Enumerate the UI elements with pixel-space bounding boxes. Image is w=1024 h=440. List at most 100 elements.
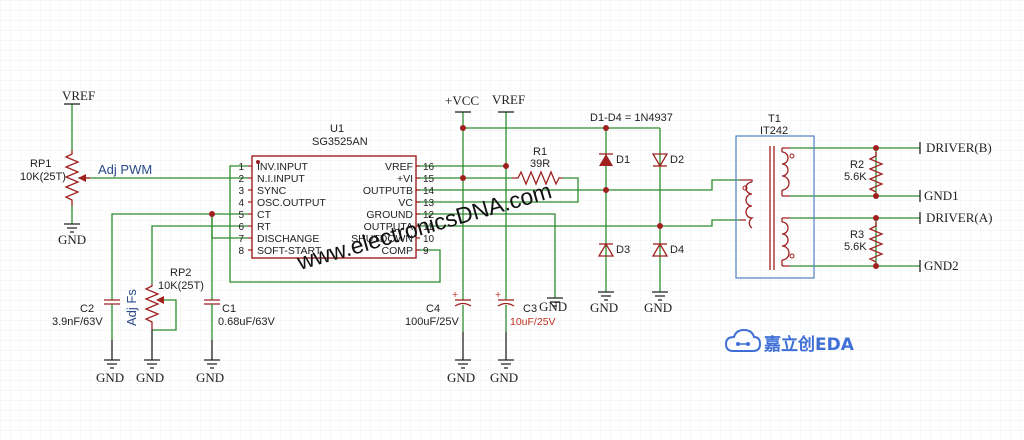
svg-text:GND: GND — [196, 370, 224, 385]
c2-ref: C2 — [80, 303, 94, 315]
svg-text:D2: D2 — [670, 154, 684, 166]
ic-left-pin-name: INV.INPUT — [257, 161, 309, 173]
ic-right-pin-name: OUTPUTA — [364, 221, 413, 233]
svg-text:GND: GND — [58, 232, 86, 247]
ground-symbol: GND — [490, 332, 518, 385]
svg-text:D3: D3 — [616, 244, 630, 256]
c4-plus: + — [452, 289, 458, 301]
r3-resistor: R3 5.6K — [844, 222, 884, 263]
ic-left-pin-number: 5 — [238, 210, 244, 221]
ic-left-pin-number: 4 — [238, 198, 244, 209]
svg-text:GND: GND — [590, 300, 618, 315]
rp1-ref: RP1 — [30, 158, 51, 170]
ground-symbol: GND — [58, 223, 86, 247]
ic-right-pin-number: 13 — [423, 198, 435, 209]
c3-plus: + — [495, 289, 501, 301]
ic-right-pin-number: 9 — [423, 246, 429, 257]
gnd1-label: GND1 — [924, 188, 959, 203]
net-vref-mid: VREF — [492, 92, 525, 113]
jlc-eda-logo: 嘉立创EDA — [724, 328, 855, 355]
ic-left-pin-name: OSC.OUTPUT — [257, 197, 326, 209]
net-vref-left: VREF — [62, 88, 95, 105]
r1-value: 39R — [530, 158, 550, 170]
ic-right-pin-name: COMP — [382, 245, 414, 257]
ic-left-pin-number: 8 — [238, 246, 244, 257]
ic-left-pin-number: 7 — [238, 234, 244, 245]
c4-ref: C4 — [426, 303, 440, 315]
net-driver-b: DRIVER(B) — [919, 140, 992, 155]
logo-name: 嘉立创EDA — [763, 334, 855, 355]
ic-left-pin-name: DISCHANGE — [257, 233, 319, 245]
ic-right-pin-number: 16 — [423, 162, 435, 173]
r2-value: 5.6K — [844, 171, 867, 183]
ic-right-pin-name: +VI — [397, 173, 413, 185]
svg-text:GND: GND — [644, 300, 672, 315]
svg-text:GND: GND — [539, 299, 567, 314]
svg-text:GND: GND — [96, 370, 124, 385]
ground-symbol: GND — [96, 340, 124, 385]
rp1-potentiometer: RP1 10K(25T) Adj PWM — [20, 150, 152, 206]
ic-left-pin-name: RT — [257, 221, 271, 233]
ic-left-pin-name: SOFT-START — [257, 245, 322, 257]
r2-resistor: R2 5.6K — [844, 152, 884, 193]
ic-right-pin-number: 10 — [423, 234, 435, 245]
svg-text:D4: D4 — [670, 244, 684, 256]
cloud-circuit-icon — [724, 328, 762, 352]
ic-left-pin-number: 1 — [238, 162, 244, 173]
ground-symbol: GND — [136, 330, 164, 385]
d1-diode: D1 — [599, 153, 630, 166]
r3-value: 5.6K — [844, 241, 867, 253]
ic-left-pin-name: N.I.INPUT — [257, 173, 305, 185]
vref-mid-label: VREF — [492, 92, 525, 107]
u1-ref: U1 — [330, 123, 344, 135]
ic-right-pin-number: 14 — [423, 186, 435, 197]
adj-fs-label: Adj Fs — [124, 289, 139, 326]
net-driver-a: DRIVER(A) — [919, 210, 992, 225]
r1-ref: R1 — [533, 146, 547, 158]
ic-left-pin-number: 2 — [238, 174, 244, 185]
c1-value: 0.68uF/63V — [218, 316, 276, 328]
c3-capacitor: + C3 10uF/25V — [495, 289, 556, 332]
ic-right-pin-number: 12 — [423, 210, 435, 221]
gnd2-label: GND2 — [924, 258, 959, 273]
c4-capacitor: + C4 100uF/25V — [405, 289, 472, 332]
u1-part: SG3525AN — [312, 136, 368, 148]
svg-text:GND: GND — [490, 370, 518, 385]
adj-pwm-label: Adj PWM — [98, 162, 152, 177]
diode-note: D1-D4 = 1N4937 — [590, 112, 673, 124]
ic-right-pin-name: OUTPUTB — [363, 185, 413, 197]
net-gnd2: GND2 — [919, 258, 959, 273]
driver-a-label: DRIVER(A) — [926, 210, 992, 225]
c3-ref: C3 — [523, 303, 537, 315]
ground-symbol: GND — [196, 340, 224, 385]
vref-left-label: VREF — [62, 88, 95, 103]
d3-diode: D3 — [597, 242, 630, 257]
ground-symbol: GND — [447, 332, 475, 385]
c1-ref: C1 — [222, 303, 236, 315]
r3-ref: R3 — [850, 229, 864, 241]
rp2-potentiometer: RP2 10K(25T) Adj Fs — [124, 267, 204, 330]
vcc-label: +VCC — [445, 93, 479, 108]
d2-diode: D2 — [651, 153, 684, 168]
rp2-value: 10K(25T) — [158, 280, 204, 292]
ic-left-pin-number: 3 — [238, 186, 244, 197]
ground-symbol: GND — [644, 291, 672, 315]
t1-ref: T1 — [768, 113, 781, 125]
ic-right-pin-number: 11 — [423, 222, 434, 233]
junctions — [209, 125, 879, 269]
t1-transformer: T1 IT242 — [735, 113, 815, 279]
ic-right-pin-name: VREF — [385, 161, 413, 173]
diode-bridge: D1-D4 = 1N4937 D1 D2 D3 D4 — [590, 112, 684, 257]
ic-right-pin-name: VC — [398, 197, 413, 209]
ic-right-pin-name: GROUND — [366, 209, 413, 221]
ground-symbol: GND — [539, 297, 567, 314]
ground-symbol: GND — [590, 291, 618, 315]
t1-value: IT242 — [760, 125, 788, 137]
driver-b-label: DRIVER(B) — [926, 140, 992, 155]
d4-diode: D4 — [651, 242, 684, 257]
svg-text:GND: GND — [136, 370, 164, 385]
ic-left-pin-name: CT — [257, 209, 272, 221]
ic-left-pin-name: SYNC — [257, 185, 287, 197]
